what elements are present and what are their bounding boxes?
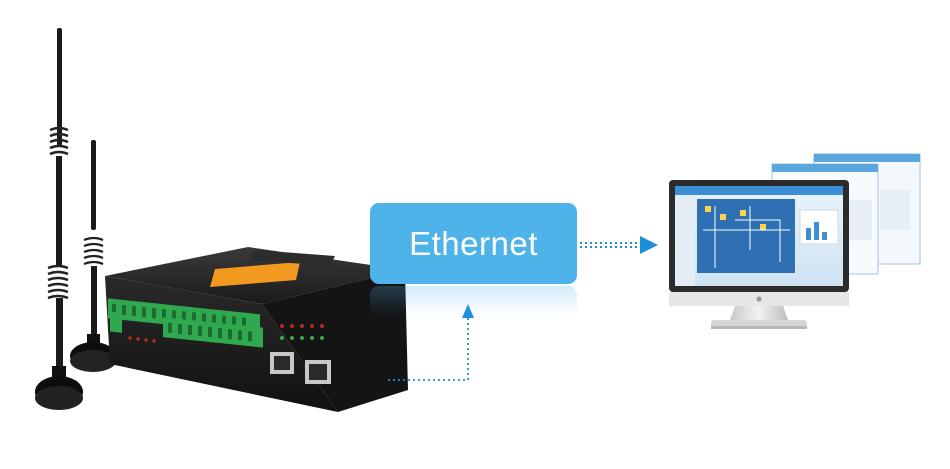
arrow-up-icon: [462, 304, 474, 318]
antenna-large-icon: [35, 28, 83, 410]
connection-box-reflection: [370, 286, 577, 316]
connector-line: [388, 318, 469, 381]
connection-label: Ethernet: [409, 225, 538, 262]
monitor-icon: [669, 153, 921, 329]
antenna-small-icon: [70, 140, 116, 372]
io-controller-icon: [105, 247, 408, 412]
arrow-right-icon: [640, 236, 658, 254]
connector-line-right: [580, 242, 640, 248]
connection-box: [370, 203, 577, 284]
